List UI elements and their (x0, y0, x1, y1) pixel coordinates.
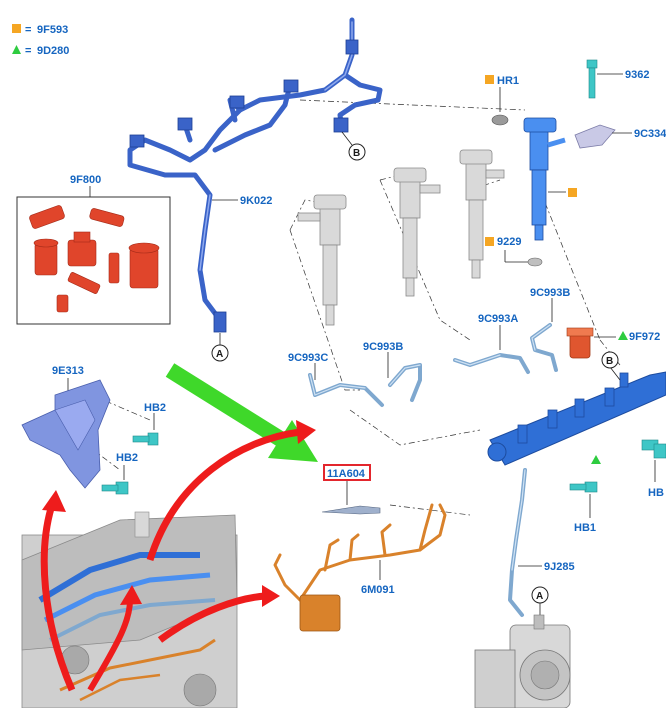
callout-a-top-text: A (216, 349, 223, 360)
injector-1 (297, 194, 347, 326)
callout-a-bottom (531, 586, 549, 604)
label-return-pipe: 9J285 (544, 561, 575, 573)
injector-harness (127, 17, 383, 333)
arrow-icon (40, 363, 318, 692)
callout-a-top (211, 344, 229, 362)
kit-parts (29, 205, 160, 313)
bracket (21, 379, 111, 489)
legend-eq-1: = (25, 24, 31, 36)
label-bolt: 9362 (625, 69, 649, 81)
label-hb2-bottom: HB2 (116, 452, 138, 464)
engine (21, 511, 238, 708)
bolt-hb2-top (132, 432, 159, 446)
triangle-marker-icon (12, 45, 21, 54)
clamp (574, 124, 616, 149)
label-pipe-c: 9C993C (288, 352, 328, 364)
label-hb1: HB1 (574, 522, 596, 534)
square-marker-icon (485, 237, 494, 246)
label-bracket: 9E313 (52, 365, 84, 377)
copper-washer (527, 257, 543, 267)
label-washer: 9229 (497, 236, 521, 248)
callout-b-right (601, 351, 619, 369)
bolt-hb2-bottom (101, 481, 129, 495)
label-pipe-a: 9C993A (478, 313, 518, 325)
label-glow-harness: 6M091 (361, 584, 395, 596)
callout-a-bottom-text: A (536, 591, 543, 602)
triangle-marker-icon (618, 331, 628, 340)
label-kit: 9F800 (70, 174, 101, 186)
callout-b-right-text: B (606, 356, 613, 367)
bolt-9362 (586, 59, 598, 99)
glow-plug (321, 505, 381, 515)
label-clamp: 9C334 (634, 128, 666, 140)
bolt-hb-right (641, 439, 666, 459)
label-glow-plug: 11A604 (327, 468, 366, 480)
seal-washer (491, 114, 509, 126)
legend-code-1: 9F593 (37, 24, 68, 36)
label-harness: 9K022 (240, 195, 272, 207)
glow-plug-harness (273, 503, 447, 602)
harness-connector (299, 594, 341, 632)
bolt-hb1 (569, 481, 598, 493)
highlight-box (323, 464, 371, 481)
label-pipe-b-right: 9C993B (530, 287, 570, 299)
pressure-pipes (308, 323, 558, 617)
pressure-sensor (566, 327, 594, 359)
triangle-marker-icon (591, 455, 601, 464)
fuel-pump (474, 614, 571, 708)
callout-b-top (348, 143, 366, 161)
callout-b-top-text: B (353, 148, 360, 159)
square-marker-icon (568, 188, 577, 197)
label-pipe-b-left: 9C993B (363, 341, 403, 353)
injector-2 (393, 167, 441, 297)
label-sensor: 9F972 (629, 331, 660, 343)
label-hr1: HR1 (497, 75, 519, 87)
legend-eq-2: = (25, 45, 31, 57)
injector-4-highlighted (523, 117, 566, 241)
label-hb2-top: HB2 (144, 402, 166, 414)
injectors (297, 117, 566, 326)
legend-code-2: 9D280 (37, 45, 69, 57)
injector-3 (459, 149, 505, 279)
square-marker-icon (12, 24, 21, 33)
label-hb-right: HB (648, 487, 664, 499)
fuel-rail (487, 371, 666, 466)
legend: = 9F593 = 9D280 (12, 24, 69, 57)
